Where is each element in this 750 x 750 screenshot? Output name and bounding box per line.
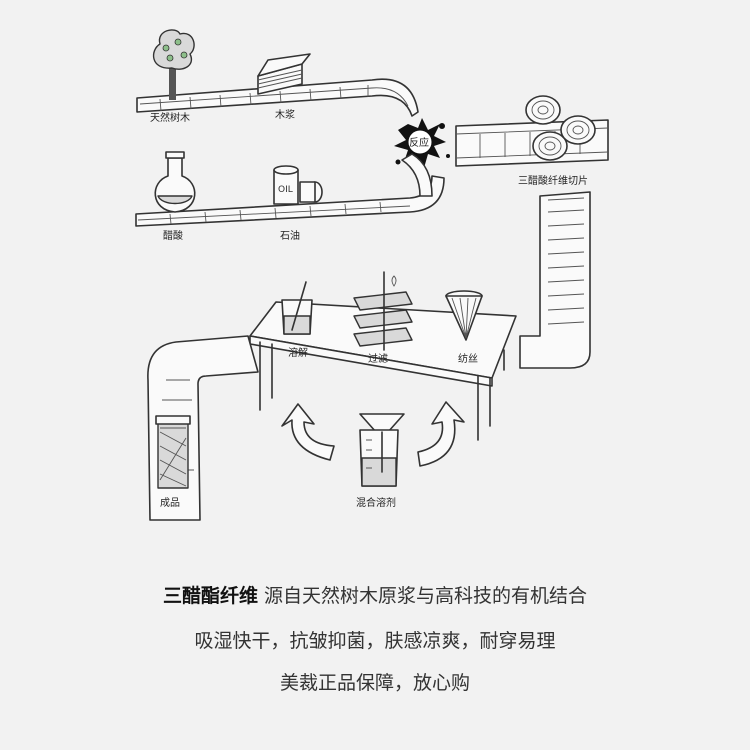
right-arrow-icon: [417, 401, 465, 467]
dissolve-label: 溶解: [288, 346, 308, 359]
oil-barrel-text: OIL: [278, 185, 293, 195]
spool-icon: [155, 415, 191, 489]
oil-barrel-icon: OIL: [273, 165, 323, 205]
left-arrow-icon: [281, 403, 335, 461]
caption-line-1-rest: 源自天然树木原浆与高科技的有机结合: [257, 585, 588, 607]
beaker-icon: [281, 281, 313, 335]
spin-label: 纺丝: [458, 352, 478, 365]
middle-conveyor: [135, 153, 445, 227]
tree-label: 天然树木: [150, 111, 190, 124]
slices-label: 三醋酸纤维切片: [518, 174, 588, 187]
filter-label: 过滤: [368, 352, 388, 365]
mix-solvent-label: 混合溶剂: [356, 496, 396, 509]
product-label: 成品: [160, 497, 180, 509]
spinneret-icon: [445, 290, 483, 341]
tree-icon: [152, 29, 195, 100]
oil-label: 石油: [280, 229, 300, 242]
caption-line-3: 美裁正品保障，放心购: [279, 672, 470, 694]
top-conveyor: [136, 78, 419, 117]
process-diagram: 天然树木 木浆 反应 三醋酸纤维切片: [135, 29, 609, 521]
acid-label: 醋酸: [163, 229, 183, 242]
slice-rolls-icon: [525, 95, 596, 161]
caption-line-1: 三醋酯纤维 源自天然树木原浆与高科技的有机结合: [0, 581, 750, 608]
pulp-label: 木浆: [275, 108, 295, 121]
mix-funnel-icon: [359, 413, 405, 487]
caption-line-2: 吸湿快干，抗皱抑菌，肤感凉爽，耐穿易理: [194, 630, 556, 652]
right-chute: [519, 191, 591, 369]
flask-icon: [154, 151, 196, 213]
caption-line-1-bold: 三醋酯纤维: [162, 585, 258, 607]
reaction-splat-icon: [394, 118, 450, 168]
pulp-stack-icon: [257, 53, 311, 95]
reaction-label: 反应: [409, 136, 429, 149]
filter-sheets-icon: [353, 271, 413, 351]
